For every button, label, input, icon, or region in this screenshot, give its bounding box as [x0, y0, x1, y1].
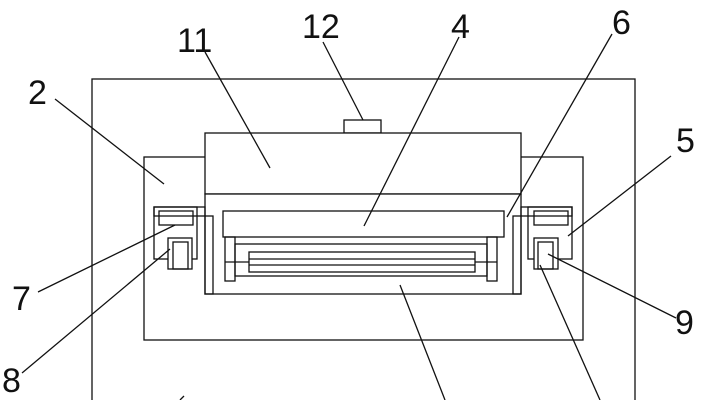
label-4: 4 [451, 8, 470, 46]
leader-line-9 [547, 253, 677, 319]
knob-part-12 [343, 119, 382, 134]
outer-housing [91, 78, 636, 400]
label-11: 11 [177, 22, 212, 60]
leader-line-1 [179, 395, 185, 400]
block-part-11 [204, 132, 522, 195]
label-2: 2 [28, 74, 47, 112]
leader-line-6 [506, 33, 613, 218]
right-block-inner [537, 241, 554, 270]
leader-line-11 [204, 51, 271, 169]
left-gap-post [204, 215, 214, 295]
label-9: 9 [675, 304, 694, 342]
right-gap-post [512, 215, 522, 295]
leader-line-10 [539, 264, 601, 400]
leader-line-3 [399, 284, 446, 400]
label-8: 8 [2, 362, 21, 400]
label-6: 6 [612, 4, 631, 42]
leader-line-2 [54, 98, 165, 185]
leader-line-7 [37, 224, 176, 293]
right-slider-part-5 [533, 210, 569, 226]
left-slider-part-7 [158, 210, 194, 226]
inner-tray [234, 243, 488, 277]
left-block-inner [172, 241, 189, 270]
leader-line-4 [363, 36, 460, 227]
plate-part-4 [222, 210, 505, 238]
label-5: 5 [676, 122, 695, 160]
leader-line-5 [567, 155, 672, 237]
label-12: 12 [302, 8, 340, 46]
leader-line-12 [322, 41, 364, 121]
leader-line-8 [21, 248, 171, 374]
label-7: 7 [12, 280, 31, 318]
